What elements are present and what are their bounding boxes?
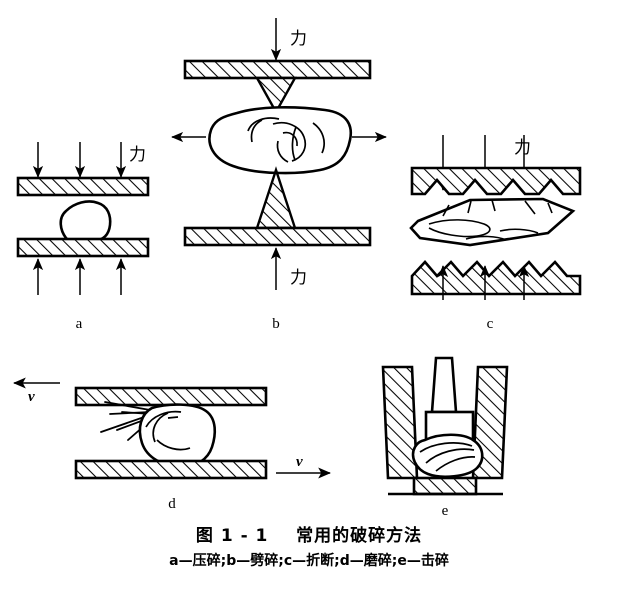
panel-letter-b: b xyxy=(272,316,280,332)
panel-a-force-label: 力 xyxy=(129,145,146,165)
panel-d-rock-cracks xyxy=(145,410,191,451)
panel-b-top-force-label: 力 xyxy=(290,29,307,49)
panel-letter-c: c xyxy=(487,316,494,332)
panel-letter-d: d xyxy=(168,496,176,512)
panel-d-right-velocity-label: v xyxy=(296,454,303,470)
figure-title: 图 1 - 1 常用的破碎方法 xyxy=(195,526,423,546)
panel-c-bottom-toothed-plate xyxy=(410,260,582,296)
panel-a-top-plate xyxy=(16,176,150,197)
panel-e-rock-cracks xyxy=(419,442,476,472)
panel-letter-e: e xyxy=(442,503,449,519)
panel-b-bottom-plate xyxy=(183,226,372,247)
panel-b-bottom-wedge xyxy=(255,166,297,230)
panel-b-top-wedge xyxy=(254,76,298,115)
panel-b-splitting xyxy=(171,18,387,290)
panel-b-bottom-force-label: 力 xyxy=(290,268,307,288)
panel-c-rock-cracks xyxy=(428,199,553,241)
panel-e-impact xyxy=(381,356,509,496)
panel-c-bottom-force-arrows xyxy=(437,265,530,300)
figure-subtitle: a—压碎;b—劈碎;c—折断;d—磨碎;e—击碎 xyxy=(169,553,449,569)
panel-d-grinding xyxy=(13,377,331,480)
panel-e-base xyxy=(412,476,478,496)
panel-c-force-label: 力 xyxy=(514,138,531,158)
panel-c-bending xyxy=(409,135,582,300)
panel-e-rock xyxy=(411,433,484,478)
panel-e-left-wall xyxy=(381,365,419,480)
panel-d-rock xyxy=(138,403,217,469)
panel-a-bottom-plate xyxy=(16,237,150,258)
panel-a-bottom-force-arrows xyxy=(32,258,127,295)
panel-d-bottom-plate xyxy=(74,459,268,480)
figure-caption-block: 图 1 - 1 常用的破碎方法 a—压碎;b—劈碎;c—折断;d—磨碎;e—击碎 xyxy=(0,523,618,573)
panel-b-rock xyxy=(208,106,353,175)
panel-a-compression xyxy=(16,142,150,295)
panel-d-left-velocity-label: v xyxy=(28,389,35,405)
panel-e-hammer-shaft xyxy=(430,356,458,414)
panel-b-rock-cracks xyxy=(247,117,325,163)
panel-letter-a: a xyxy=(76,316,83,332)
panel-c-top-toothed-plate xyxy=(410,166,582,196)
panel-a-top-force-arrows xyxy=(32,142,127,178)
panel-b-top-plate xyxy=(183,59,372,80)
panel-a-rock xyxy=(59,200,112,244)
